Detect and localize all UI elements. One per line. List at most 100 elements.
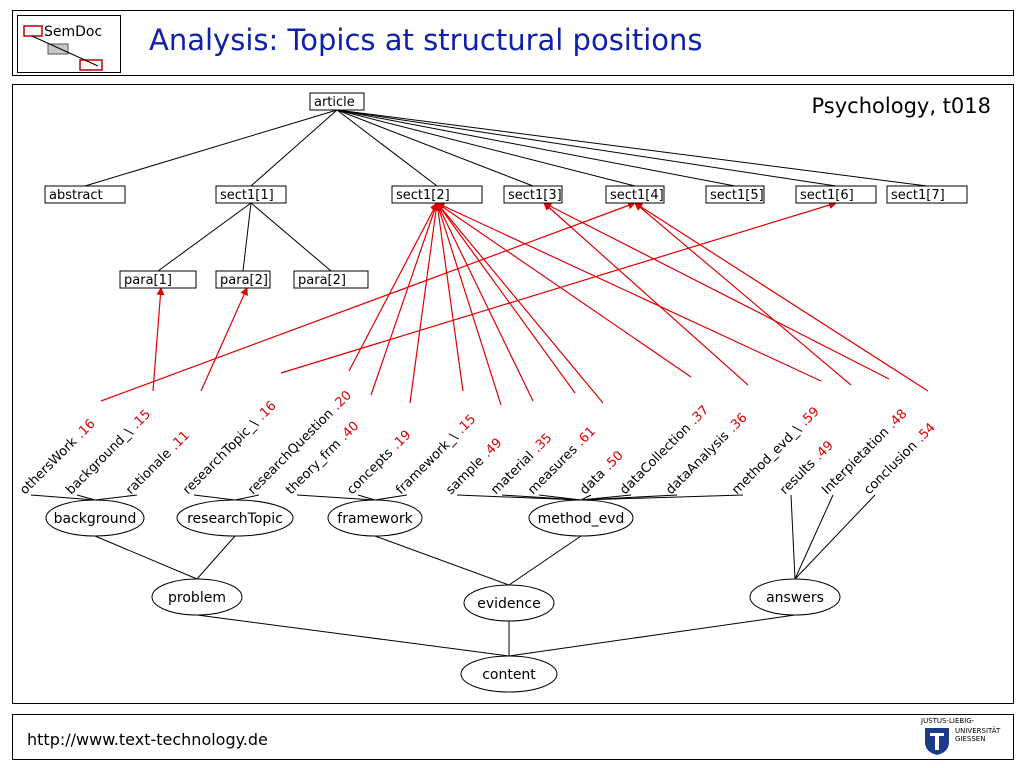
node-sect1-1-label: sect1[1] — [220, 188, 274, 203]
supergroup-answers: answers — [749, 578, 841, 616]
edge-topic-framework-to-group — [374, 494, 408, 501]
edge-researchtopic-to-problem — [196, 535, 236, 580]
topic-label: concepts — [344, 446, 396, 498]
edge-topic-conclusion-to-group — [794, 494, 876, 580]
arrow-rationale — [200, 287, 248, 392]
edge-sect1-1-to-para-2 — [242, 202, 252, 272]
page-title: Analysis: Topics at structural positions — [149, 23, 703, 57]
supergroup-evidence: evidence — [463, 584, 555, 622]
topic-label: results — [777, 456, 819, 498]
edge-topic-background-to-group — [76, 494, 96, 501]
node-sect1-3-label: sect1[3] — [508, 188, 562, 203]
topic-datacollection: dataCollection.37 — [617, 403, 712, 498]
supergroup-answers-label: answers — [766, 590, 824, 606]
arrow-concepts — [409, 202, 441, 404]
topic-score: .15 — [129, 407, 154, 432]
topic-score: .61 — [574, 424, 599, 449]
group-background-label: background — [54, 511, 137, 527]
topic-score: .11 — [168, 428, 193, 453]
arrow-dataanalysis — [543, 202, 749, 386]
arrow-framework — [433, 202, 464, 392]
subtitle: Psychology, t018 — [812, 94, 991, 118]
node-sect1-3: sect1[3] — [503, 185, 563, 204]
node-sect1-5-label: sect1[5] — [710, 188, 764, 203]
topic-score: .49 — [812, 438, 837, 463]
topic-conclusion: conclusion.54 — [861, 420, 939, 498]
supergroup-problem-label: problem — [168, 590, 226, 606]
edge-sect1-1-to-para-1 — [157, 202, 252, 272]
node-sect1-7-label: sect1[7] — [891, 188, 945, 203]
diagram-panel: article abstract sect1[1] sect1[2] sect1[3] s… — [12, 84, 1014, 704]
node-para-1: para[1] — [119, 270, 197, 289]
arrow-background — [152, 287, 165, 392]
topic-label: rationale — [123, 446, 174, 497]
edge-sect1-1-to-para-3 — [250, 202, 332, 272]
edge-topic-results-to-group — [790, 494, 796, 580]
university-crest-icon — [925, 728, 949, 755]
edge-topic-data-to-group — [580, 494, 592, 501]
edge-background-to-problem — [94, 535, 198, 580]
node-content: content — [460, 655, 558, 693]
edge-problem-to-content — [196, 614, 510, 657]
node-para-3-label: para[2] — [298, 273, 346, 288]
university-line2: UNIVERSITÄT — [955, 727, 1001, 735]
group-framework-label: framework — [337, 511, 413, 527]
node-article-label: article — [314, 95, 355, 110]
topic-score: .15 — [454, 412, 479, 437]
edge-topic-interpietation-to-group — [794, 494, 834, 580]
edge-topic-concepts-to-group — [357, 494, 376, 501]
university-line3: GIESSEN — [955, 735, 986, 743]
arrow-results — [634, 202, 852, 386]
edge-article-to-sect1-2 — [336, 109, 438, 187]
group-method-evd: method_evd — [528, 499, 634, 537]
group-researchtopic: researchTopic — [176, 499, 294, 537]
node-sect1-4-label: sect1[4] — [610, 188, 664, 203]
topic-score: .36 — [725, 410, 750, 435]
topic-score: .16 — [254, 398, 279, 423]
topic-score: .49 — [480, 436, 505, 461]
node-para-2-label: para[2] — [220, 273, 268, 288]
structure-diagram: article abstract sect1[1] sect1[2] sect1[3] s… — [17, 92, 991, 693]
topic-score: .35 — [530, 431, 555, 456]
topic-score: .50 — [601, 448, 626, 473]
topic-score: .48 — [885, 407, 910, 432]
arrow-measures — [436, 202, 576, 394]
edge-topic-otherswork-to-group — [30, 494, 96, 501]
group-method-evd-label: method_evd — [538, 511, 625, 527]
edge-topic-method-evd-to-group — [580, 494, 744, 501]
topic-label: sample — [443, 454, 487, 498]
edge-method-evd-to-evidence — [508, 535, 582, 586]
edge-topic-researchtopic-to-group — [193, 494, 236, 501]
arrow-method-evd — [436, 202, 822, 382]
footer-url[interactable]: http://www.text-technology.de — [27, 730, 268, 749]
node-para-2: para[2] — [215, 270, 271, 289]
arrow-otherswork — [100, 201, 636, 402]
header-bar: SemDoc Analysis: Topics at structural po… — [12, 10, 1014, 76]
node-sect1-1: sect1[1] — [215, 185, 287, 204]
supergroup-evidence-label: evidence — [477, 596, 540, 612]
footer-bar: http://www.text-technology.de JUSTUS-LIE… — [12, 714, 1014, 760]
arrow-theory-frm — [370, 202, 439, 396]
edge-topic-measures-to-group — [538, 494, 582, 501]
group-framework: framework — [327, 499, 423, 537]
edge-article-to-abstract — [84, 109, 338, 187]
edge-article-to-sect1-4 — [336, 109, 636, 187]
topic-score: .37 — [687, 403, 712, 428]
edge-answers-to-content — [508, 614, 796, 657]
university-line1: JUSTUS-LIEBIG- — [921, 717, 975, 725]
edge-topic-theory-frm-to-group — [296, 494, 376, 501]
node-para-1-label: para[1] — [124, 273, 172, 288]
node-abstract: abstract — [44, 185, 126, 204]
group-researchtopic-label: researchTopic — [187, 511, 283, 527]
arrow-material — [436, 202, 534, 402]
edge-article-to-sect1-6 — [336, 109, 837, 187]
node-sect1-2: sect1[2] — [391, 185, 483, 204]
arrow-interpietation — [543, 202, 890, 380]
edge-topic-researchquestion-to-group — [234, 494, 260, 501]
node-para-3: para[2] — [293, 270, 369, 289]
node-sect1-6-label: sect1[6] — [800, 188, 854, 203]
node-sect1-7: sect1[7] — [886, 185, 968, 204]
node-article: article — [309, 92, 365, 111]
topic-score: .59 — [797, 404, 822, 429]
